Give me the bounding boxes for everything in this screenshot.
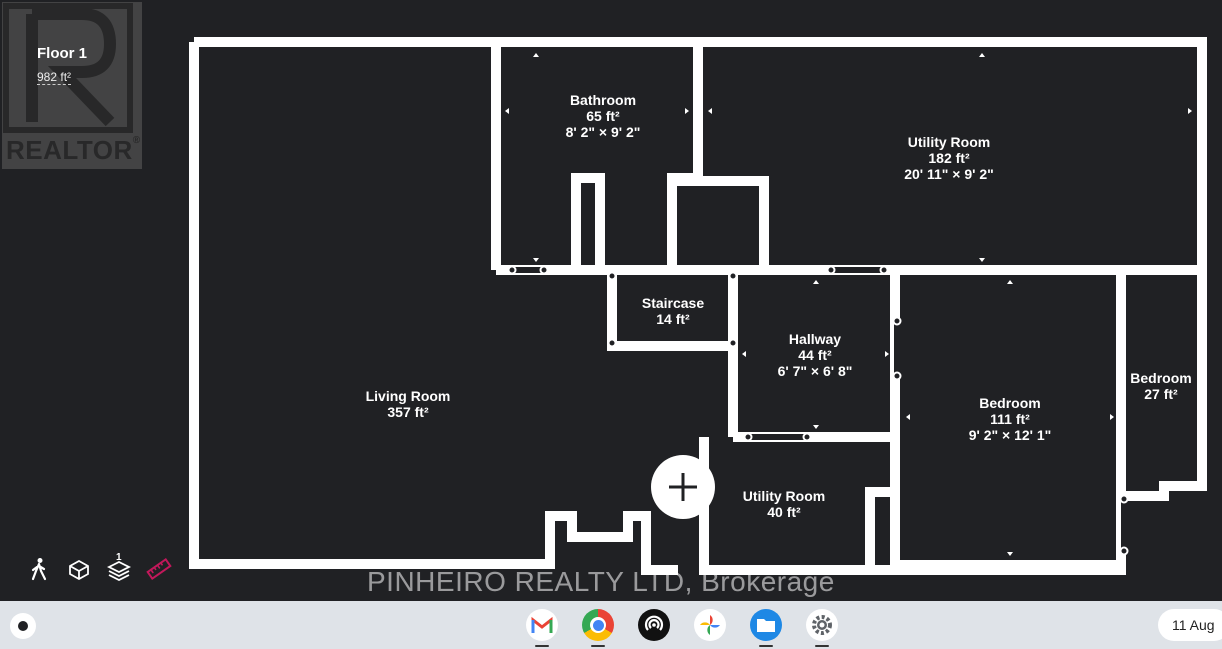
floor-level-badge: 1 <box>116 552 122 563</box>
add-button[interactable] <box>651 455 715 519</box>
3d-view-icon[interactable] <box>66 556 92 582</box>
wall-outer <box>189 42 678 575</box>
realtor-logo: REALTOR® <box>2 2 142 169</box>
plus-icon <box>669 473 697 501</box>
gmail-icon[interactable] <box>526 609 558 647</box>
podcasts-icon[interactable] <box>638 609 670 641</box>
photos-icon[interactable] <box>694 609 726 641</box>
realtor-logo-text: REALTOR <box>6 135 133 165</box>
dimension-arrows <box>505 53 1192 556</box>
floor-levels-icon[interactable]: 1 <box>106 552 132 582</box>
wall-nook <box>672 176 769 270</box>
floor-title: Floor 1 <box>37 45 88 62</box>
floor-info[interactable]: Floor 1 982 ft² <box>37 45 87 86</box>
taskbar: 11 Aug <box>0 601 1222 649</box>
walk-icon[interactable] <box>26 556 52 582</box>
files-icon[interactable] <box>750 609 782 647</box>
chrome-icon[interactable] <box>582 609 614 647</box>
wall-bedroom-small <box>1121 270 1207 501</box>
floor-area[interactable]: 982 ft² <box>37 70 72 85</box>
settings-icon[interactable] <box>806 609 838 647</box>
wall-pillar <box>571 173 605 270</box>
wall-outer <box>194 37 1207 270</box>
launcher-button[interactable] <box>10 613 36 639</box>
date-display[interactable]: 11 Aug <box>1158 609 1222 641</box>
brokerage-watermark: PINHEIRO REALTY LTD, Brokerage <box>367 566 835 597</box>
floorplan-drawing[interactable] <box>0 0 1222 601</box>
launcher-icon <box>18 621 28 631</box>
realtor-trademark: ® <box>132 135 141 146</box>
wall-bathroom <box>667 42 703 270</box>
measure-ruler-icon[interactable] <box>146 556 172 582</box>
